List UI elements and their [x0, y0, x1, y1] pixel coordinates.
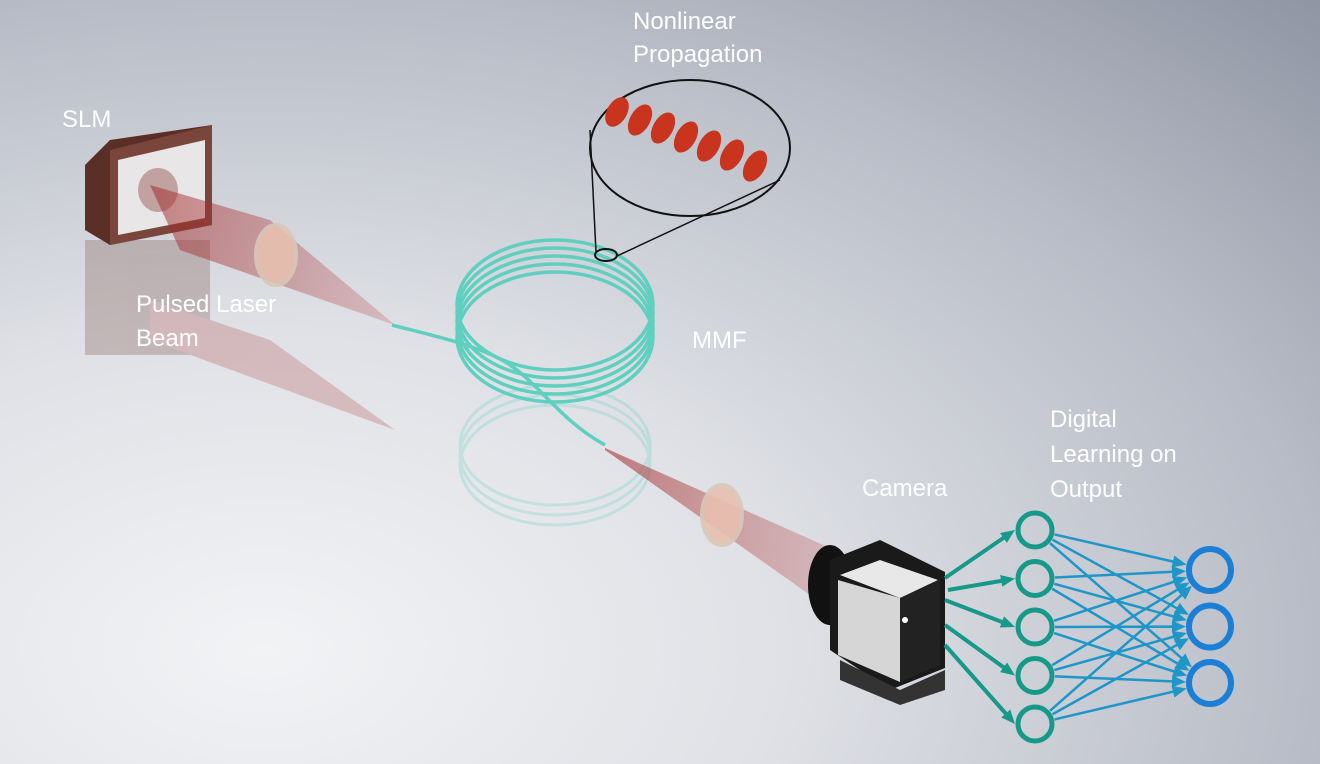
camera-to-hidden-edge: [943, 532, 1010, 580]
hidden-to-output-edge-arrowhead: [1171, 565, 1187, 578]
hidden-node: [1015, 704, 1055, 744]
hidden-to-output-edge-arrowhead: [1171, 555, 1187, 568]
label-pulsed-laser-beam-line1: Pulsed Laser: [136, 291, 277, 318]
camera-to-hidden-edge-arrowhead: [1000, 662, 1015, 676]
camera-to-hidden-edge: [943, 643, 1012, 720]
hidden-node: [1015, 607, 1055, 647]
hidden-node: [1015, 559, 1055, 598]
hidden-to-output-edge-arrowhead: [1174, 658, 1190, 671]
input-lens: [254, 223, 298, 287]
camera-to-hidden-edge: [943, 623, 1010, 673]
output-node: [1186, 659, 1234, 707]
label-nonlinear-line2: Propagation: [633, 41, 763, 68]
multimode-fiber: [391, 238, 655, 447]
camera-to-hidden-edge-arrowhead: [1000, 530, 1015, 543]
hidden-to-output-edge-arrowhead: [1177, 585, 1192, 600]
hidden-to-output-edge: [1053, 578, 1180, 622]
label-nonlinear-line1: Nonlinear: [633, 8, 736, 35]
label-mmf: MMF: [692, 327, 747, 354]
hidden-to-output-edge-arrowhead: [1173, 602, 1189, 615]
camera-to-hidden-edge: [947, 577, 1008, 592]
camera-to-hidden-edge-arrowhead: [1000, 574, 1015, 587]
hidden-to-output-edge: [1054, 570, 1179, 579]
output-lens: [700, 483, 744, 547]
hidden-to-output-edge-arrowhead: [1171, 620, 1187, 633]
floor-reflection: [85, 240, 652, 527]
hidden-to-output-edge-arrowhead: [1177, 653, 1192, 668]
camera-to-hidden-edge: [944, 598, 1009, 626]
hidden-to-output-edge-arrowhead: [1173, 638, 1190, 651]
hidden-to-output-edge: [1054, 689, 1180, 721]
hidden-to-output-edge-arrowhead: [1171, 665, 1188, 678]
nonlinear-propagation-callout: [589, 79, 791, 262]
hidden-to-output-edge: [1054, 533, 1180, 565]
hidden-to-output-edge-arrowhead: [1171, 675, 1187, 688]
neural-network: [943, 510, 1234, 744]
pulse-pattern: [605, 97, 768, 182]
hidden-to-output-edge-arrowhead: [1171, 610, 1187, 623]
hidden-to-output-edge: [1049, 590, 1187, 712]
label-camera: Camera: [862, 475, 948, 502]
label-digital-line3: Output: [1050, 476, 1123, 503]
hidden-to-output-edge: [1051, 585, 1184, 667]
camera-to-hidden-edge-arrowhead: [1001, 709, 1015, 724]
camera-to-hidden-edge-arrowhead: [999, 616, 1015, 628]
hidden-to-output-edge-arrowhead: [1174, 582, 1190, 595]
hidden-to-output-edge: [1051, 640, 1183, 716]
hidden-node: [1015, 656, 1055, 695]
label-digital-line1: Digital: [1050, 406, 1117, 433]
hidden-node: [1015, 510, 1055, 550]
hidden-to-output-edge-arrowhead: [1171, 685, 1187, 698]
output-node: [1186, 546, 1234, 594]
label-slm: SLM: [62, 106, 112, 133]
label-digital-line2: Learning on: [1050, 441, 1177, 468]
output-node: [1186, 602, 1234, 651]
label-pulsed-laser-beam-line2: Beam: [136, 325, 199, 352]
camera-device: [808, 540, 945, 705]
